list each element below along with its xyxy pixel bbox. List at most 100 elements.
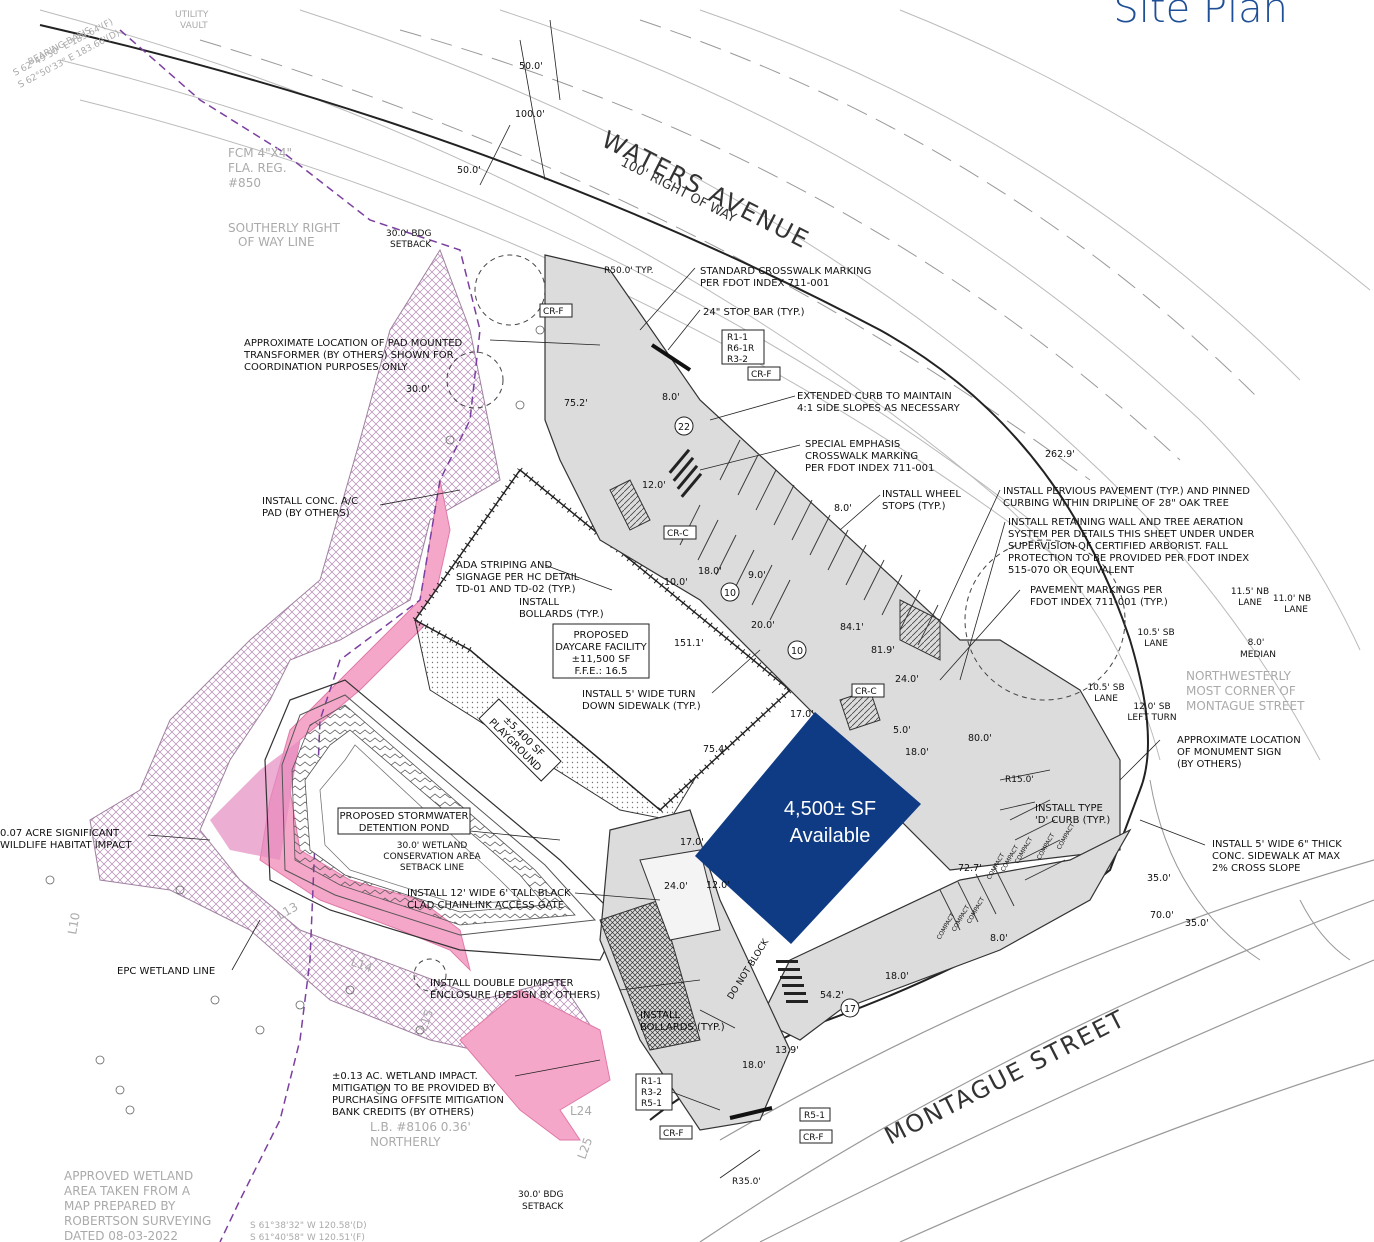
svg-text:CR-F: CR-F <box>543 307 564 317</box>
callout-bdg-setback-low: 30.0' BDG SETBACK <box>518 1190 564 1212</box>
svg-text:INSTALL: INSTALL <box>640 1010 681 1021</box>
svg-text:PROTECTION TO BE PROVIDED PER: PROTECTION TO BE PROVIDED PER FDOT INDEX <box>1008 553 1249 564</box>
svg-text:10.5' SB: 10.5' SB <box>1137 628 1174 638</box>
svg-text:SETBACK: SETBACK <box>522 1202 564 1212</box>
svg-text:MAP PREPARED BY: MAP PREPARED BY <box>64 1199 176 1213</box>
svg-text:13.9': 13.9' <box>775 1045 799 1056</box>
svg-text:CONC. SIDEWALK AT MAX: CONC. SIDEWALK AT MAX <box>1212 851 1340 862</box>
svg-text:CURBING WITHIN DRIPLINE OF 28": CURBING WITHIN DRIPLINE OF 28" OAK TREE <box>1003 498 1229 509</box>
callout-r15: R15.0' <box>1005 775 1034 785</box>
svg-text:12.0': 12.0' <box>642 480 666 491</box>
callout-wildlife-impact: 0.07 ACRE SIGNIFICANT WILDLIFE HABITAT I… <box>0 828 132 851</box>
callout-epc-wetland: EPC WETLAND LINE <box>117 966 215 977</box>
svg-text:R3-2: R3-2 <box>727 355 748 365</box>
svg-text:10.0': 10.0' <box>664 577 688 588</box>
svg-text:PROPOSED STORMWATER: PROPOSED STORMWATER <box>340 811 469 822</box>
svg-text:INSTALL CONC. A/C: INSTALL CONC. A/C <box>262 496 358 507</box>
svg-text:FDOT INDEX 711-001 (TYP.): FDOT INDEX 711-001 (TYP.) <box>1030 597 1168 608</box>
callout-ac-pad: INSTALL CONC. A/C PAD (BY OTHERS) <box>262 496 358 519</box>
svg-text:5.0': 5.0' <box>893 725 911 736</box>
svg-text:8.0': 8.0' <box>834 503 852 514</box>
svg-text:22: 22 <box>678 422 690 433</box>
svg-text:PROPOSED: PROPOSED <box>573 630 628 641</box>
svg-text:8.0': 8.0' <box>662 392 680 403</box>
callout-retaining-wall: INSTALL RETAINING WALL AND TREE AERATION… <box>1008 517 1254 576</box>
svg-text:PAVEMENT MARKINGS PER: PAVEMENT MARKINGS PER <box>1030 585 1162 596</box>
svg-text:BOLLARDS (TYP.): BOLLARDS (TYP.) <box>519 609 604 620</box>
svg-text:SETBACK LINE: SETBACK LINE <box>400 863 465 873</box>
svg-text:NORTHWESTERLY: NORTHWESTERLY <box>1186 669 1292 683</box>
svg-text:CR-F: CR-F <box>803 1133 824 1143</box>
callout-utility-vault: UTILITY VAULT <box>175 10 209 31</box>
svg-text:12.0': 12.0' <box>706 880 730 891</box>
svg-text:EXTENDED CURB TO MAINTAIN: EXTENDED CURB TO MAINTAIN <box>797 391 952 402</box>
svg-text:24.0': 24.0' <box>895 674 919 685</box>
crf-badges: CR-F CR-F CR-C CR-C CR-F CR-F <box>539 303 885 1144</box>
svg-text:APPROXIMATE LOCATION OF PAD MO: APPROXIMATE LOCATION OF PAD MOUNTED <box>244 338 463 349</box>
svg-text:17: 17 <box>844 1004 856 1015</box>
waters-avenue-label: WATERS AVENUE <box>597 125 814 254</box>
svg-text:VAULT: VAULT <box>180 21 208 31</box>
pond-label: PROPOSED STORMWATER DETENTION POND <box>337 807 471 835</box>
svg-text:S 61°38'32" W 120.58'(D): S 61°38'32" W 120.58'(D) <box>250 1221 367 1231</box>
svg-text:APPROVED WETLAND: APPROVED WETLAND <box>64 1169 193 1183</box>
callout-bearing-basis: BEARING BASIS S 62°49'50" E 183.64'(F) S… <box>12 17 122 90</box>
svg-text:INSTALL 5' WIDE 6" THICK: INSTALL 5' WIDE 6" THICK <box>1212 839 1342 850</box>
svg-text:AREA TAKEN FROM A: AREA TAKEN FROM A <box>64 1184 191 1198</box>
svg-text:R5-1: R5-1 <box>804 1111 825 1121</box>
svg-text:BOLLARDS (TYP.): BOLLARDS (TYP.) <box>640 1022 725 1033</box>
montague-street-roadway <box>699 859 1374 1242</box>
svg-text:0.07 ACRE SIGNIFICANT: 0.07 ACRE SIGNIFICANT <box>0 828 120 839</box>
svg-text:18.0': 18.0' <box>885 971 909 982</box>
callout-bollards-low: INSTALL BOLLARDS (TYP.) <box>640 1010 725 1033</box>
svg-text:8.0': 8.0' <box>1248 638 1265 648</box>
callout-pavement-markings: PAVEMENT MARKINGS PER FDOT INDEX 711-001… <box>1030 585 1168 608</box>
svg-text:20.0': 20.0' <box>751 620 775 631</box>
callout-monument: APPROXIMATE LOCATION OF MONUMENT SIGN (B… <box>1177 735 1301 770</box>
svg-text:CR-F: CR-F <box>663 1129 684 1139</box>
dimension-labels: 50.0' 100.0' 50.0' 30.0' 75.2' 8.0' 12.0… <box>406 61 1209 1071</box>
svg-text:CR-C: CR-C <box>667 529 689 539</box>
svg-text:72.7': 72.7' <box>958 863 982 874</box>
svg-text:SIGNAGE PER HC DETAIL: SIGNAGE PER HC DETAIL <box>456 572 580 583</box>
available-area: 4,500± SF <box>783 798 877 820</box>
svg-text:INSTALL WHEEL: INSTALL WHEEL <box>882 489 961 500</box>
callout-turn-down-sidewalk: INSTALL 5' WIDE TURN DOWN SIDEWALK (TYP.… <box>582 689 701 712</box>
svg-text:'D' CURB (TYP.): 'D' CURB (TYP.) <box>1035 815 1110 826</box>
svg-text:8.0': 8.0' <box>990 933 1008 944</box>
svg-text:262.9': 262.9' <box>1045 449 1075 460</box>
svg-text:SPECIAL EMPHASIS: SPECIAL EMPHASIS <box>805 439 900 450</box>
callout-sidewalk-6: INSTALL 5' WIDE 6" THICK CONC. SIDEWALK … <box>1212 839 1342 874</box>
parking-area-north <box>544 254 1121 871</box>
svg-text:INSTALL PERVIOUS PAVEMENT (TYP: INSTALL PERVIOUS PAVEMENT (TYP.) AND PIN… <box>1003 486 1250 497</box>
svg-text:INSTALL RETAINING WALL AND TRE: INSTALL RETAINING WALL AND TREE AERATION <box>1008 517 1243 528</box>
svg-text:#850: #850 <box>228 176 261 190</box>
callout-extended-curb: EXTENDED CURB TO MAINTAIN 4:1 SIDE SLOPE… <box>797 391 961 414</box>
svg-text:COORDINATION PURPOSES ONLY: COORDINATION PURPOSES ONLY <box>244 362 408 373</box>
svg-text:50.0': 50.0' <box>519 61 543 72</box>
svg-text:ROBERTSON SURVEYING: ROBERTSON SURVEYING <box>64 1214 211 1228</box>
callout-transformer: APPROXIMATE LOCATION OF PAD MOUNTED TRAN… <box>243 338 463 373</box>
svg-text:L10: L10 <box>65 911 83 935</box>
svg-text:70.0': 70.0' <box>1150 910 1174 921</box>
svg-text:30.0' BDG: 30.0' BDG <box>386 229 431 239</box>
svg-text:LANE: LANE <box>1238 598 1262 608</box>
callout-approved-wetland: APPROVED WETLAND AREA TAKEN FROM A MAP P… <box>64 1169 211 1242</box>
svg-text:CR-F: CR-F <box>751 370 772 380</box>
space-count-markers: 22 10 10 17 <box>674 416 860 1018</box>
svg-text:LEFT TURN: LEFT TURN <box>1127 713 1176 723</box>
svg-text:L.B. #8106 0.36': L.B. #8106 0.36' <box>370 1120 471 1134</box>
callout-r5: R5-1 <box>799 1107 831 1122</box>
svg-text:FLA. REG.: FLA. REG. <box>228 161 287 175</box>
svg-text:CLAD CHAINLINK ACCESS GATE: CLAD CHAINLINK ACCESS GATE <box>407 900 564 911</box>
svg-text:18.0': 18.0' <box>905 747 929 758</box>
callout-ada: ADA STRIPING AND SIGNAGE PER HC DETAIL T… <box>455 560 580 595</box>
svg-text:CONSERVATION AREA: CONSERVATION AREA <box>383 852 481 862</box>
svg-text:S 61°40'58" W 120.51'(F): S 61°40'58" W 120.51'(F) <box>250 1233 365 1242</box>
svg-text:ADA STRIPING AND: ADA STRIPING AND <box>456 560 552 571</box>
svg-text:PER FDOT INDEX 711-001: PER FDOT INDEX 711-001 <box>700 278 829 289</box>
svg-text:2% CROSS SLOPE: 2% CROSS SLOPE <box>1212 863 1301 874</box>
callout-bdg-setback-top: 30.0' BDG SETBACK <box>386 229 432 250</box>
